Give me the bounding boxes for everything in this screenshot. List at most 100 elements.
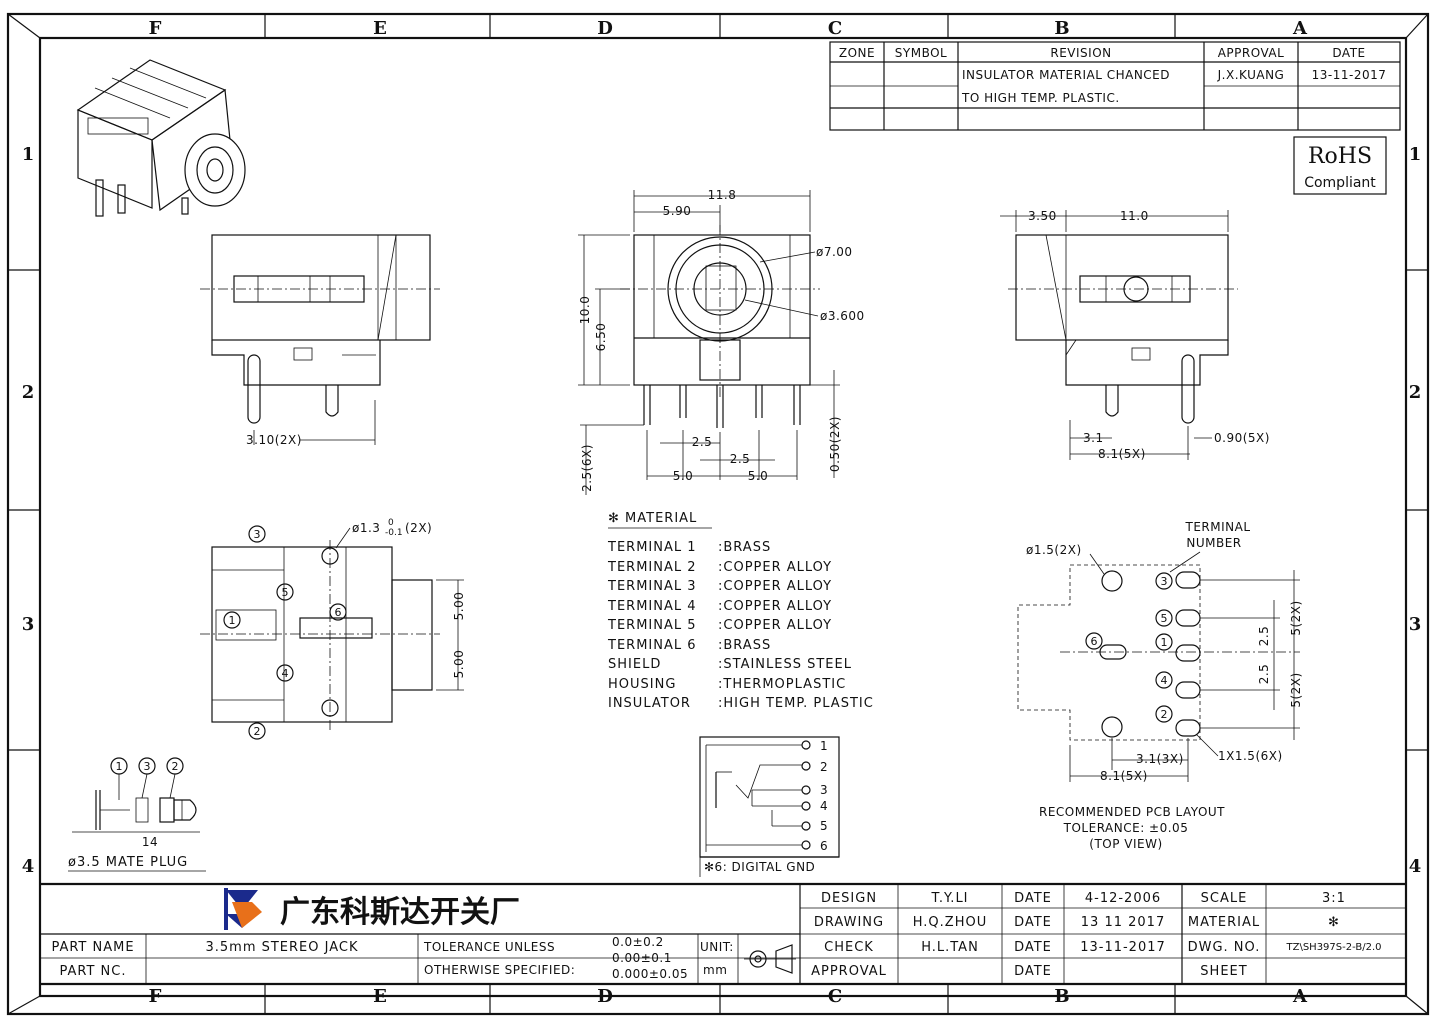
bottom-callout-2: 2 bbox=[254, 725, 261, 738]
bottom-callout-3: 3 bbox=[254, 528, 261, 541]
rev-header-symbol: SYMBOL bbox=[895, 46, 947, 60]
date-value-2: 13 11 2017 bbox=[1081, 915, 1165, 930]
pcb-dim-81: 8.1(5X) bbox=[1100, 769, 1148, 783]
pcb-dim-5-bottom: 5(2X) bbox=[1289, 672, 1303, 707]
material-row-9-value: :HIGH TEMP. PLASTIC bbox=[718, 696, 874, 711]
bottom-view: ø1.3 0 -0.1 (2X) 5.00 5.00 3 2 5 1 4 6 bbox=[200, 518, 466, 740]
dim-bottom-hole-tol-bottom: -0.1 bbox=[385, 528, 403, 538]
pcb-callout-1: 1 bbox=[1161, 636, 1168, 649]
design-value: T.Y.LI bbox=[930, 891, 968, 906]
pcb-dim-5-top: 5(2X) bbox=[1289, 600, 1303, 635]
plug-length: 14 bbox=[142, 835, 158, 849]
zone-col-d-top: D bbox=[597, 18, 613, 39]
pcb-callout-6: 6 bbox=[1091, 635, 1098, 648]
terminal-number-line2: NUMBER bbox=[1186, 536, 1241, 550]
dim-pitch-a: 2.5 bbox=[692, 435, 713, 449]
zone-col-a-top: A bbox=[1292, 18, 1308, 39]
material-row-7-name: SHIELD bbox=[608, 657, 661, 672]
date-label-2: DATE bbox=[1014, 915, 1052, 930]
check-value: H.L.TAN bbox=[921, 940, 979, 955]
zone-col-c-top: C bbox=[828, 18, 842, 39]
pcb-dim-pitch-b: 2.5 bbox=[1257, 664, 1271, 685]
zone-col-c-bottom: C bbox=[828, 986, 842, 1007]
tolerance-value-1: 0.0±0.2 bbox=[612, 935, 664, 949]
date-value-1: 4-12-2006 bbox=[1085, 891, 1161, 906]
zone-row-4-right: 4 bbox=[1409, 856, 1422, 877]
zone-row-3-right: 3 bbox=[1409, 614, 1422, 635]
company-name: 广东科斯达开关厂 bbox=[280, 895, 520, 930]
material-row-8-name: HOUSING bbox=[608, 677, 676, 692]
material-row-6-name: TERMINAL 6 bbox=[607, 638, 697, 653]
dim-span-right: 5.0 bbox=[748, 469, 769, 483]
material-row-2-value: :COPPER ALLOY bbox=[718, 560, 832, 575]
dim-span-left: 5.0 bbox=[673, 469, 694, 483]
zone-row-3-left: 3 bbox=[22, 614, 35, 635]
date-label-3: DATE bbox=[1014, 940, 1052, 955]
schematic-pin-5: 5 bbox=[820, 819, 828, 833]
zone-row-2-right: 2 bbox=[1409, 382, 1422, 403]
plug-label: ø3.5 MATE PLUG bbox=[68, 855, 188, 870]
mate-plug: 1 3 2 14 ø3.5 MATE PLUG bbox=[68, 757, 206, 872]
sheet-border bbox=[6, 12, 1430, 1016]
rev-header-approval: APPROVAL bbox=[1218, 46, 1285, 60]
dwg-no-value: TZ\SH397S-2-B/2.0 bbox=[1286, 942, 1382, 953]
pcb-callout-2: 2 bbox=[1161, 708, 1168, 721]
bottom-callout-1: 1 bbox=[229, 614, 236, 627]
schematic-pin-2: 2 bbox=[820, 760, 828, 774]
rev-header-zone: ZONE bbox=[839, 46, 875, 60]
tolerance-line2: OTHERWISE SPECIFIED: bbox=[424, 963, 575, 977]
date-value-3: 13-11-2017 bbox=[1080, 940, 1166, 955]
plug-callout-3: 3 bbox=[144, 760, 151, 773]
rohs-title: RoHS bbox=[1308, 144, 1372, 169]
part-name-value: 3.5mm STEREO JACK bbox=[205, 940, 358, 955]
material-row-5-value: :COPPER ALLOY bbox=[718, 618, 832, 633]
dim-front-half: 5.90 bbox=[663, 204, 692, 218]
material-list: ✻ MATERIAL TERMINAL 1 :BRASS TERMINAL 2 … bbox=[607, 511, 874, 711]
material-label: MATERIAL bbox=[1188, 915, 1260, 930]
scale-label: SCALE bbox=[1201, 891, 1248, 906]
pcb-dim-slot: 1X1.5(6X) bbox=[1218, 749, 1283, 763]
tolerance-value-3: 0.000±0.05 bbox=[612, 967, 688, 981]
schematic-pin-1: 1 bbox=[820, 739, 828, 753]
date-label-4: DATE bbox=[1014, 964, 1052, 979]
pcb-caption-line1: RECOMMENDED PCB LAYOUT bbox=[1039, 805, 1225, 819]
dim-bottom-half-top: 5.00 bbox=[452, 592, 466, 621]
zone-col-f-top: F bbox=[149, 18, 162, 39]
scale-value: 3:1 bbox=[1322, 891, 1346, 906]
material-row-3-value: :COPPER ALLOY bbox=[718, 579, 832, 594]
bottom-callout-6: 6 bbox=[335, 606, 342, 619]
right-side-view: 3.50 11.0 3.1 8.1(5X) 0.90(5X) bbox=[1000, 209, 1270, 461]
bottom-callout-5: 5 bbox=[282, 586, 289, 599]
dim-right-pin-width: 0.90(5X) bbox=[1214, 431, 1270, 445]
tolerance-line1: TOLERANCE UNLESS bbox=[423, 940, 555, 954]
date-label-1: DATE bbox=[1014, 891, 1052, 906]
rohs-subtitle: Compliant bbox=[1304, 175, 1376, 191]
projection-symbol-icon bbox=[744, 944, 796, 974]
dim-right-pin-pitch: 8.1(5X) bbox=[1098, 447, 1146, 461]
schematic-pin-6: 6 bbox=[820, 839, 828, 853]
material-row-6-value: :BRASS bbox=[718, 638, 771, 653]
part-name-label: PART NAME bbox=[51, 940, 134, 955]
zone-col-f-bottom: F bbox=[149, 986, 162, 1007]
zone-row-1-right: 1 bbox=[1409, 144, 1422, 165]
design-label: DESIGN bbox=[821, 891, 877, 906]
dim-bottom-hole: ø1.3 bbox=[352, 521, 380, 535]
material-row-7-value: :STAINLESS STEEL bbox=[718, 657, 852, 672]
schematic-pin-3: 3 bbox=[820, 783, 828, 797]
schematic-note: ✻6: DIGITAL GND bbox=[704, 860, 815, 874]
rohs-mark: RoHS Compliant bbox=[1293, 136, 1387, 195]
zone-row-2-left: 2 bbox=[22, 382, 35, 403]
pcb-callout-3: 3 bbox=[1161, 575, 1168, 588]
drawing-value: H.Q.ZHOU bbox=[913, 915, 987, 930]
rev-header-revision: REVISION bbox=[1050, 46, 1111, 60]
material-row-1-name: TERMINAL 1 bbox=[607, 540, 697, 555]
sheet-label: SHEET bbox=[1200, 964, 1247, 979]
pcb-callout-5: 5 bbox=[1161, 612, 1168, 625]
left-side-view: 3.10(2X) bbox=[200, 234, 440, 447]
rev-approval-value: J.X.KUANG bbox=[1217, 68, 1285, 82]
approval-label: APPROVAL bbox=[811, 964, 887, 979]
unit-label: UNIT: bbox=[700, 940, 734, 954]
rev-date-value: 13-11-2017 bbox=[1312, 68, 1387, 82]
material-row-4-value: :COPPER ALLOY bbox=[718, 599, 832, 614]
